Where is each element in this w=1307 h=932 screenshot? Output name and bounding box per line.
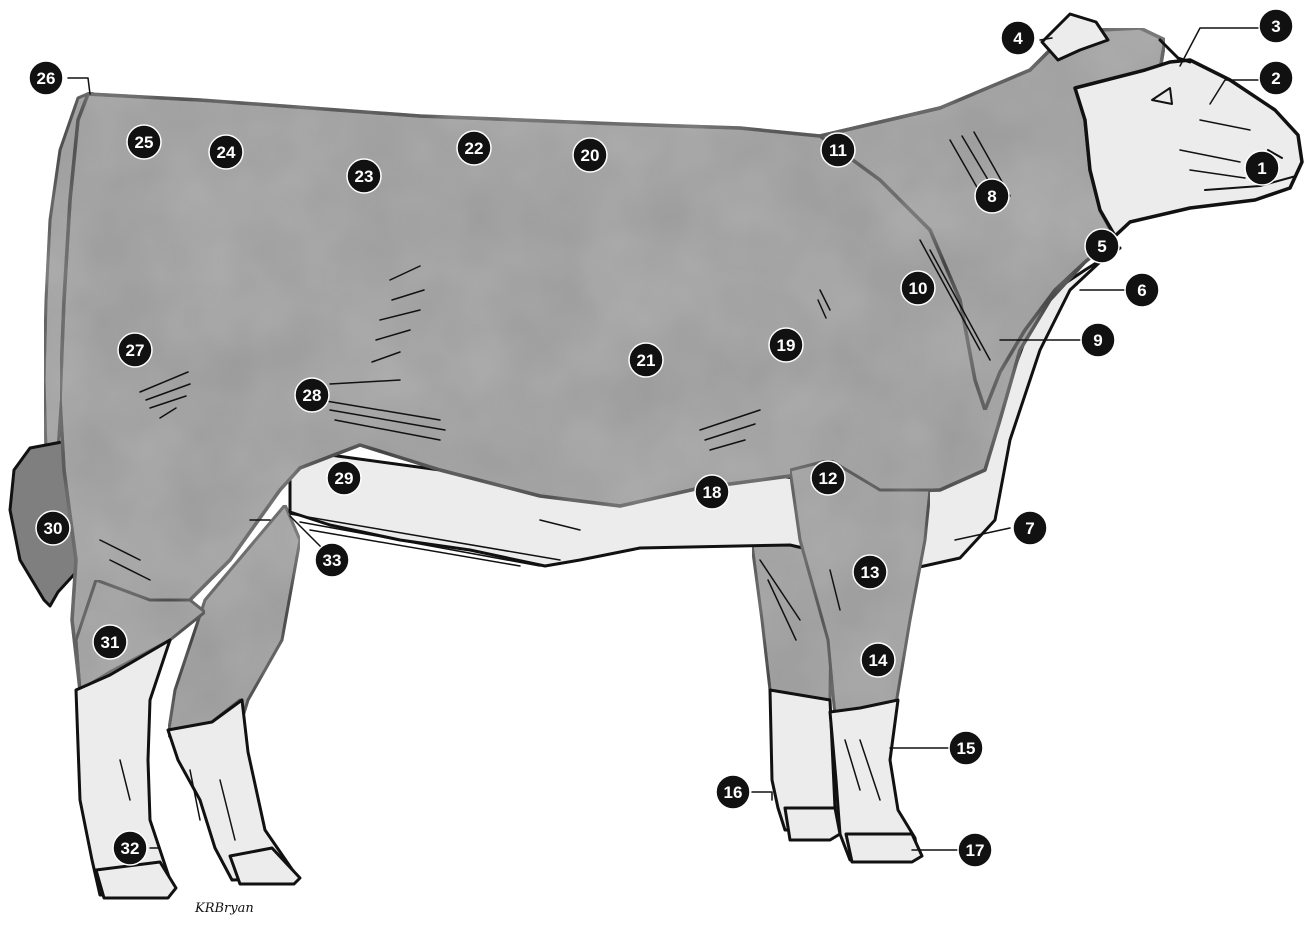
callout-badge-28: 28	[295, 378, 329, 412]
callout-number: 21	[637, 351, 656, 370]
callout-badge-6: 6	[1125, 273, 1159, 307]
callout-badge-3: 3	[1259, 9, 1293, 43]
callout-number: 8	[987, 187, 996, 206]
callout-badge-33: 33	[315, 543, 349, 577]
callout-number: 33	[323, 551, 342, 570]
callout-number: 6	[1137, 281, 1146, 300]
callout-badge-11: 11	[821, 133, 855, 167]
callout-badge-9: 9	[1081, 323, 1115, 357]
callout-number: 7	[1025, 519, 1034, 538]
callout-number: 19	[777, 336, 796, 355]
callout-badge-24: 24	[209, 135, 243, 169]
callout-number: 32	[121, 839, 140, 858]
callout-badge-18: 18	[695, 475, 729, 509]
callout-number: 17	[966, 841, 985, 860]
callout-number: 13	[861, 563, 880, 582]
callout-badge-31: 31	[93, 625, 127, 659]
far-front-hoof	[785, 808, 840, 840]
callout-badge-23: 23	[347, 159, 381, 193]
callout-badge-32: 32	[113, 831, 147, 865]
callout-number: 1	[1257, 159, 1266, 178]
callout-number: 3	[1271, 17, 1280, 36]
callout-badge-17: 17	[958, 833, 992, 867]
callout-number: 31	[101, 633, 120, 652]
callout-number: 12	[819, 469, 838, 488]
artist-signature: KRBryan	[194, 901, 254, 916]
callout-number: 15	[957, 739, 976, 758]
callout-number: 10	[909, 279, 928, 298]
front-hoof	[846, 834, 922, 862]
callout-badge-4: 4	[1001, 21, 1035, 55]
callout-badge-16: 16	[716, 775, 750, 809]
callout-number: 5	[1097, 237, 1106, 256]
callout-badge-19: 19	[769, 328, 803, 362]
callout-number: 23	[355, 167, 374, 186]
callout-badge-27: 27	[118, 333, 152, 367]
callout-badge-14: 14	[861, 643, 895, 677]
callout-number: 4	[1013, 29, 1023, 48]
callout-badge-26: 26	[29, 61, 63, 95]
hind-hoof	[96, 862, 176, 898]
callout-number: 11	[829, 141, 847, 160]
callout-badge-8: 8	[975, 179, 1009, 213]
callout-badge-25: 25	[127, 125, 161, 159]
callout-number: 16	[724, 783, 743, 802]
callout-number: 18	[703, 483, 722, 502]
callout-number: 20	[581, 146, 600, 165]
callout-badge-30: 30	[36, 511, 70, 545]
callout-badge-12: 12	[811, 461, 845, 495]
callout-number: 27	[126, 341, 145, 360]
callout-number: 2	[1271, 69, 1280, 88]
callout-badge-20: 20	[573, 138, 607, 172]
callout-number: 29	[335, 469, 354, 488]
callout-badge-22: 22	[457, 131, 491, 165]
callout-number: 9	[1093, 331, 1102, 350]
callout-badge-29: 29	[327, 461, 361, 495]
callout-badge-5: 5	[1085, 229, 1119, 263]
callout-badge-10: 10	[901, 271, 935, 305]
callout-number: 24	[217, 143, 236, 162]
callout-number: 25	[135, 133, 154, 152]
callout-badge-13: 13	[853, 555, 887, 589]
far-hind-hoof	[230, 848, 300, 884]
steer-illustration	[10, 14, 1302, 898]
callout-number: 28	[303, 386, 322, 405]
callout-badge-21: 21	[629, 343, 663, 377]
callout-badge-7: 7	[1013, 511, 1047, 545]
callout-number: 22	[465, 139, 484, 158]
callout-number: 14	[869, 651, 888, 670]
callout-badge-1: 1	[1245, 151, 1279, 185]
callout-number: 26	[37, 69, 56, 88]
callout-number: 30	[44, 519, 63, 538]
callout-badge-2: 2	[1259, 61, 1293, 95]
callout-badge-15: 15	[949, 731, 983, 765]
